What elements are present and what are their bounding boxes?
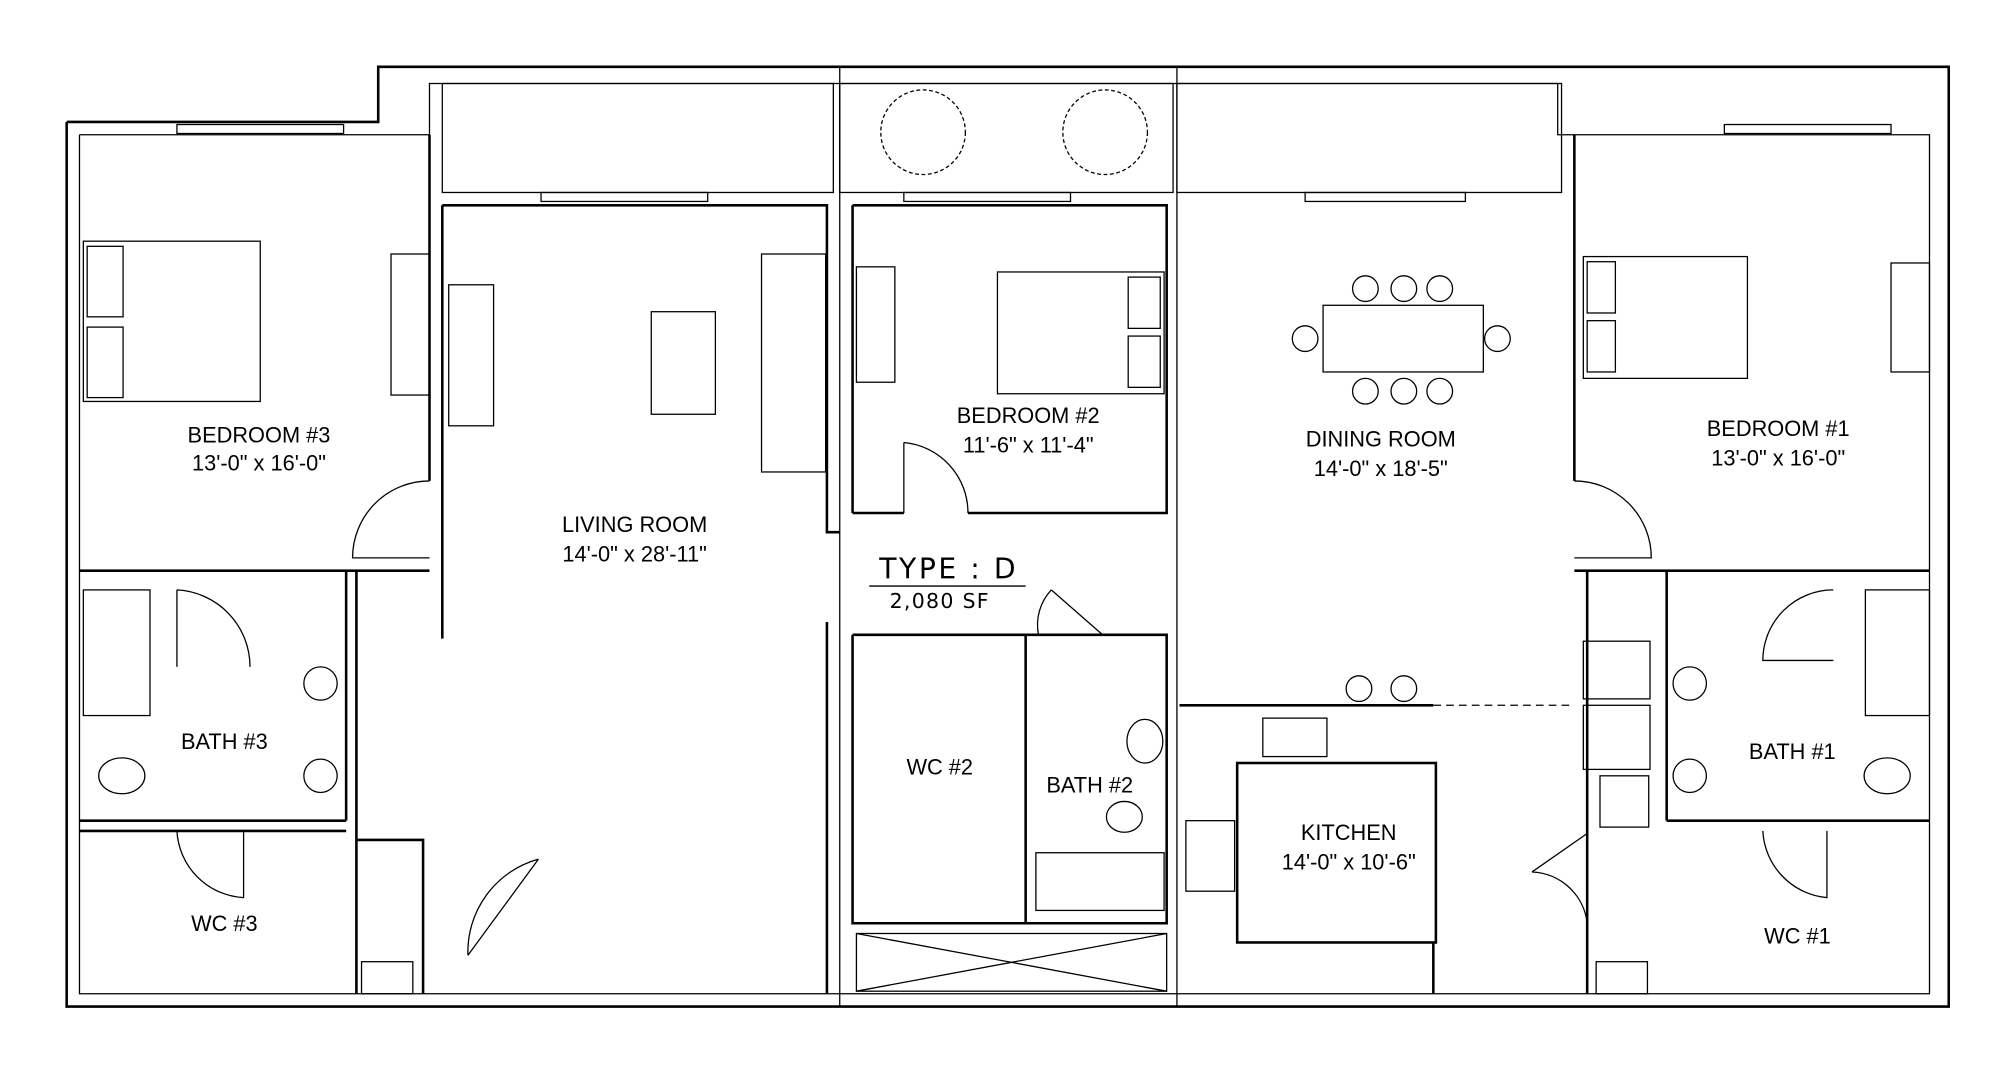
room-size: 13'-0" x 16'-0" (1711, 446, 1845, 471)
exterior-walls (65, 65, 1951, 1008)
room-size: 14'-0" x 10'-6" (1282, 849, 1416, 874)
room-name: BEDROOM #2 (957, 403, 1100, 428)
room-name: LIVING ROOM (562, 512, 707, 537)
room-name: BATH #1 (1749, 739, 1836, 764)
room-size: 14'-0" x 18'-5" (1314, 456, 1448, 481)
room-name: WC #1 (1764, 924, 1831, 949)
room-name: BATH #3 (181, 729, 268, 754)
room-name: DINING ROOM (1306, 426, 1456, 451)
room-size: 13'-0" x 16'-0" (192, 451, 326, 476)
room-name: BATH #2 (1046, 772, 1133, 797)
unit-type-label: TYPE : D 2,080 SF (869, 552, 1026, 613)
unit-type: TYPE : D (878, 552, 1018, 585)
doors (176, 441, 1834, 956)
interior-walls (79, 134, 1930, 994)
room-name: WC #3 (191, 911, 258, 936)
planter-tree-icon (880, 89, 1149, 176)
dining-chairs (1291, 275, 1511, 703)
room-name: BEDROOM #3 (188, 422, 331, 447)
room-name: BEDROOM #1 (1707, 416, 1850, 441)
room-size: 14'-0" x 28'-11" (562, 542, 706, 567)
room-name: KITCHEN (1301, 820, 1397, 845)
windows (176, 123, 1892, 203)
room-labels: BEDROOM #3 13'-0" x 16'-0" LIVING ROOM 1… (181, 403, 1850, 949)
unit-area: 2,080 SF (890, 589, 990, 613)
room-size: 11'-6" x 11'-4" (963, 433, 1094, 458)
furniture (82, 89, 1931, 995)
room-name: WC #2 (906, 755, 973, 780)
